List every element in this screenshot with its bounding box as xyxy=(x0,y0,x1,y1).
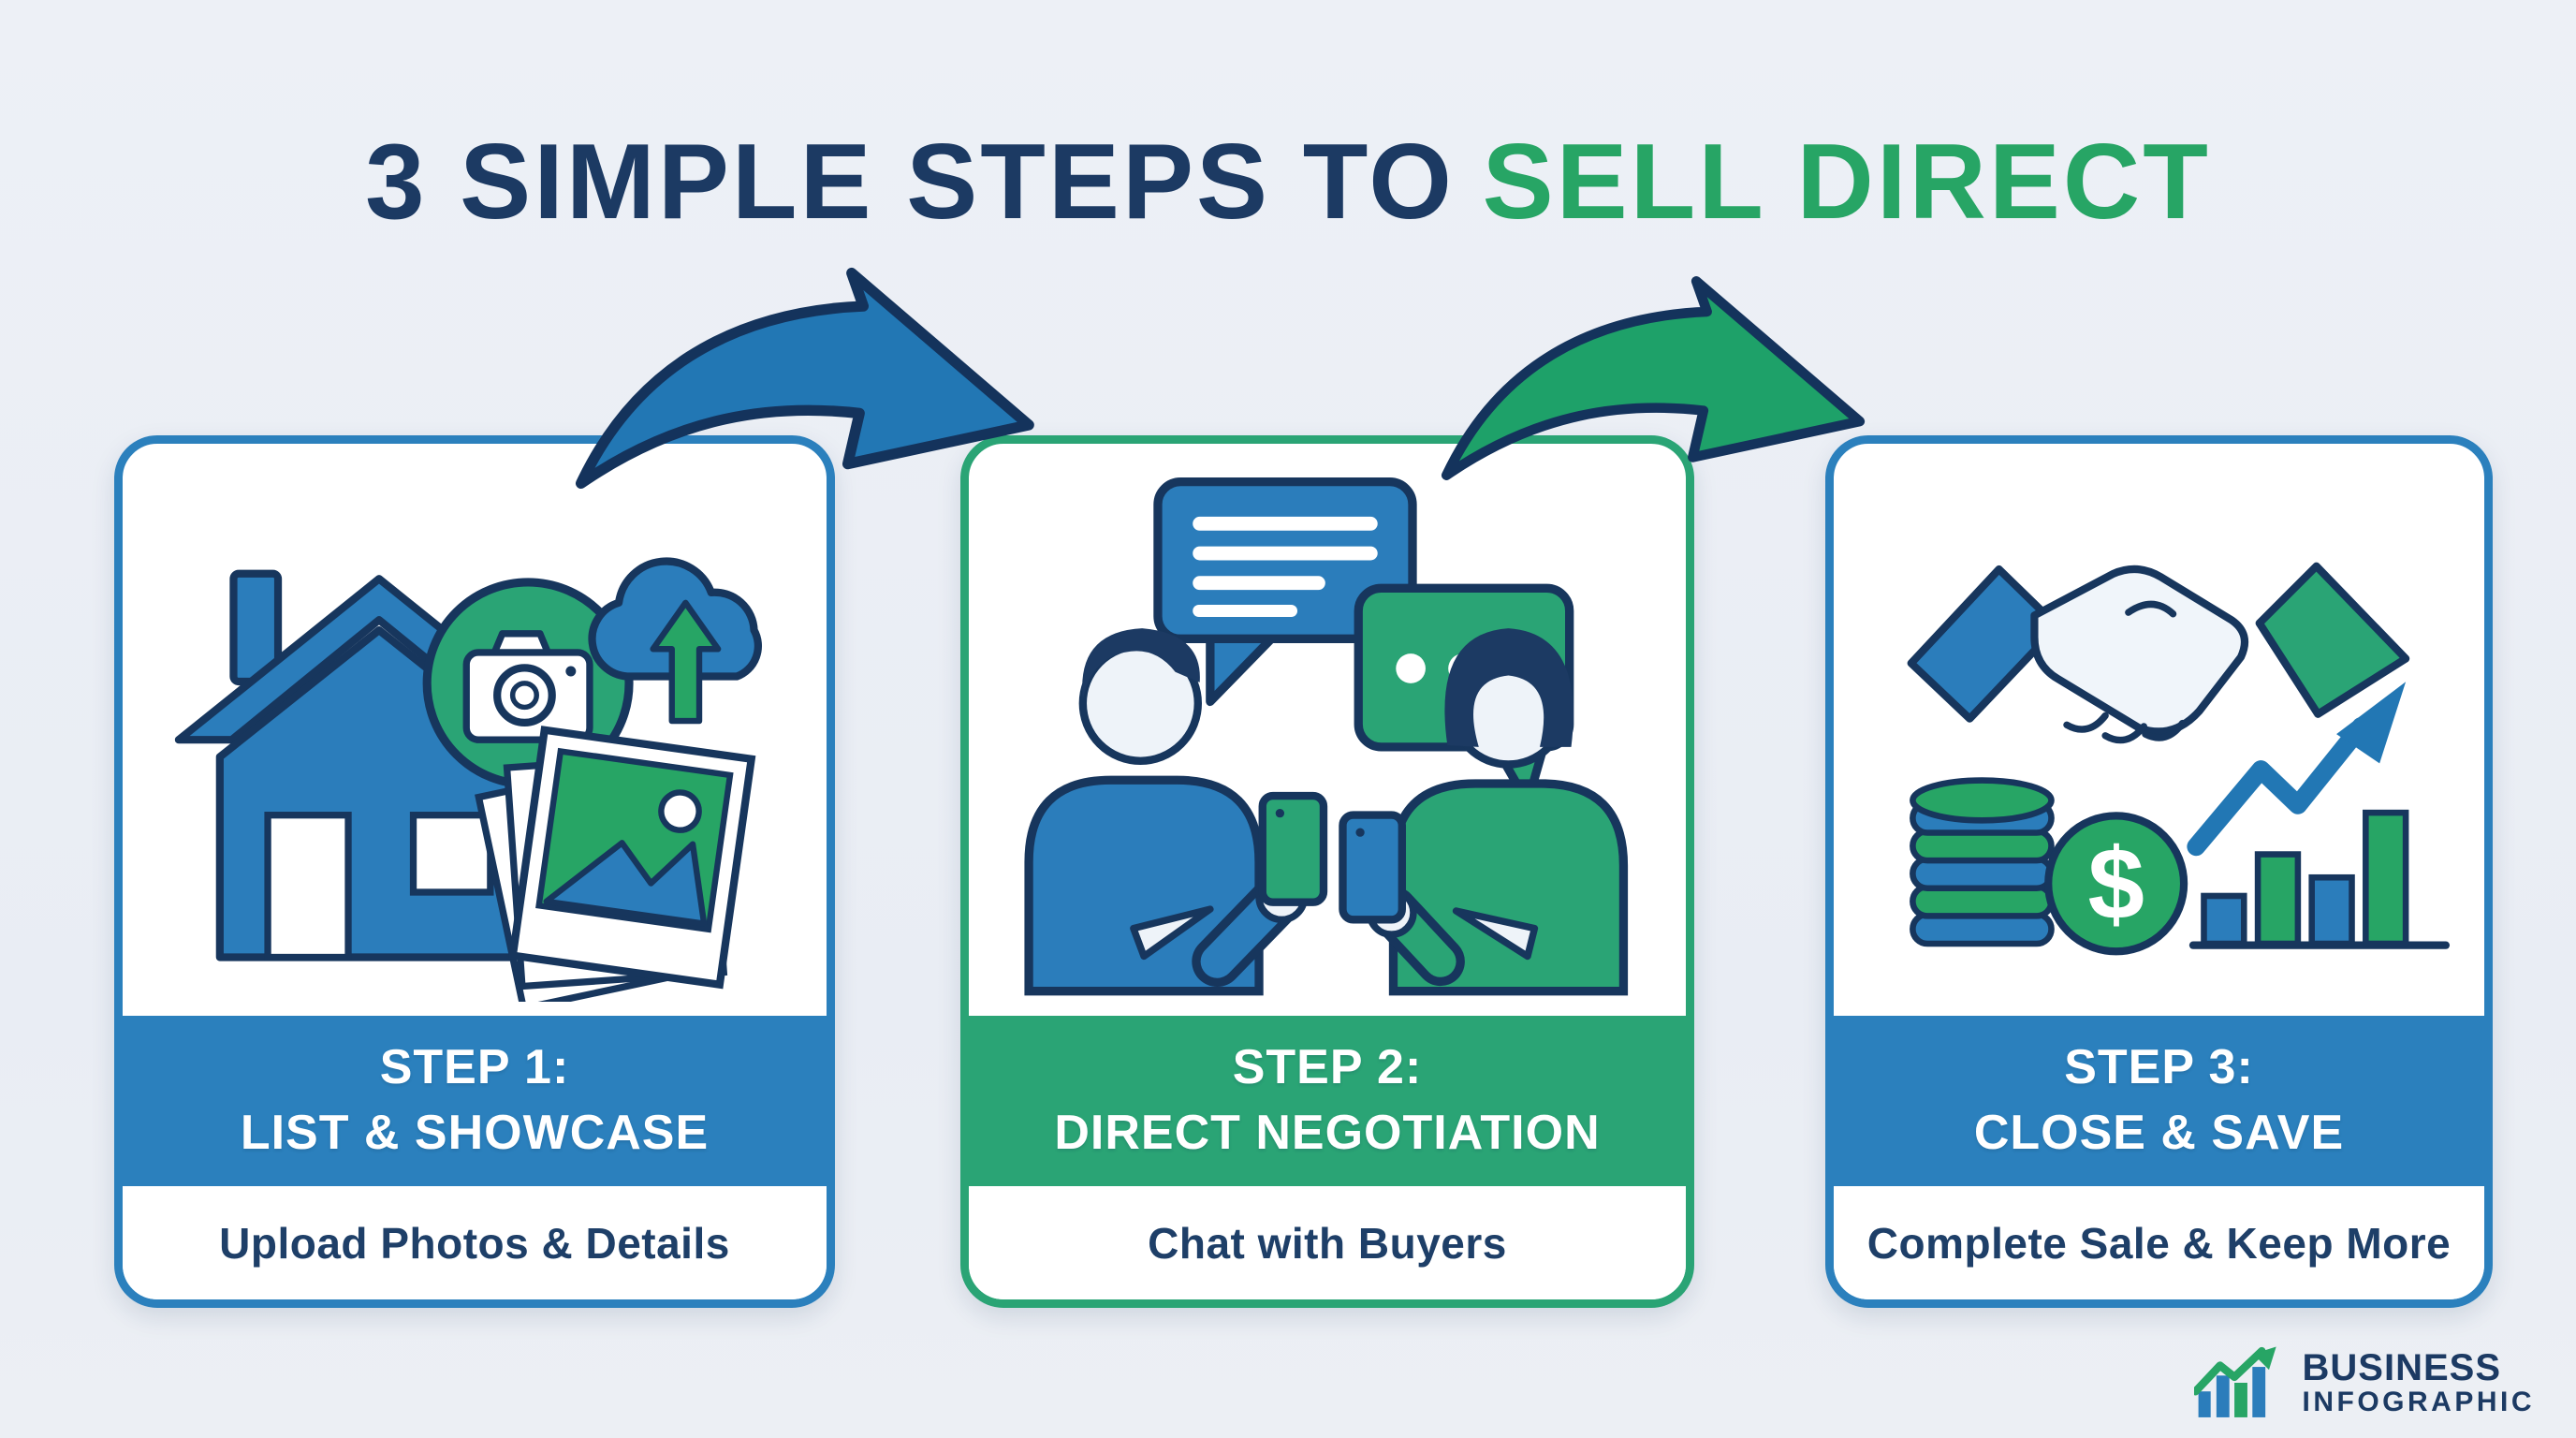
step-1-illustration xyxy=(123,444,827,1016)
buyer-person-icon xyxy=(1339,628,1629,996)
coin-stack-icon xyxy=(1909,777,2055,947)
curved-arrow-step2-to-step3-icon xyxy=(1442,276,1866,480)
handshake-icon xyxy=(1907,562,2409,744)
brand-line1: BUSINESS xyxy=(2302,1347,2501,1389)
step-card-2: STEP 2: DIRECT NEGOTIATION Chat with Buy… xyxy=(960,435,1694,1308)
step-2-caption: Chat with Buyers xyxy=(969,1186,1686,1299)
brand-logo: BUSINESS INFOGRAPHIC xyxy=(2193,1343,2536,1423)
dollar-coin-icon: $ xyxy=(2043,812,2188,956)
smartphone-icon xyxy=(1258,792,1328,907)
step-card-3: $ STEP 3: CLOSE & SAVE Complete Sale & K… xyxy=(1825,435,2493,1308)
smartphone-icon xyxy=(1339,811,1407,924)
title-highlight: SELL DIRECT xyxy=(1482,123,2211,242)
step-3-caption: Complete Sale & Keep More xyxy=(1834,1186,2484,1299)
cloud-upload-icon xyxy=(588,557,762,725)
seller-person-icon xyxy=(1024,628,1328,996)
step-1-header: STEP 1: LIST & SHOWCASE xyxy=(123,1016,827,1186)
direct-negotiation-art xyxy=(1024,477,1629,996)
step-card-1: STEP 1: LIST & SHOWCASE Upload Photos & … xyxy=(114,435,835,1308)
brand-bar-chart-icon xyxy=(2193,1346,2276,1417)
step-1-title: LIST & SHOWCASE xyxy=(240,1106,710,1160)
svg-text:$: $ xyxy=(2087,829,2144,942)
step-2-label: STEP 2: xyxy=(1232,1040,1423,1095)
close-and-save-art: $ xyxy=(1907,562,2450,956)
step-1-caption: Upload Photos & Details xyxy=(123,1186,827,1299)
list-and-showcase-art xyxy=(174,557,762,1002)
chat-bubble-lines-icon xyxy=(1153,477,1417,707)
step-3-header: STEP 3: CLOSE & SAVE xyxy=(1834,1016,2484,1186)
curved-arrow-step1-to-step2-icon xyxy=(576,267,1034,490)
step-2-header: STEP 2: DIRECT NEGOTIATION xyxy=(969,1016,1686,1186)
brand-line2: INFOGRAPHIC xyxy=(2302,1387,2535,1418)
step-3-label: STEP 3: xyxy=(2064,1040,2254,1095)
brand-name: BUSINESS INFOGRAPHIC xyxy=(2303,1348,2536,1417)
step-3-title: CLOSE & SAVE xyxy=(1973,1106,2345,1160)
growth-chart-icon xyxy=(2187,682,2450,950)
title-main: 3 SIMPLE STEPS TO xyxy=(365,123,1455,242)
step-3-illustration: $ xyxy=(1834,444,2484,1016)
photo-stack-icon xyxy=(474,726,755,1002)
step-2-illustration xyxy=(969,444,1686,1016)
step-2-title: DIRECT NEGOTIATION xyxy=(1054,1106,1601,1160)
step-1-label: STEP 1: xyxy=(379,1040,570,1095)
